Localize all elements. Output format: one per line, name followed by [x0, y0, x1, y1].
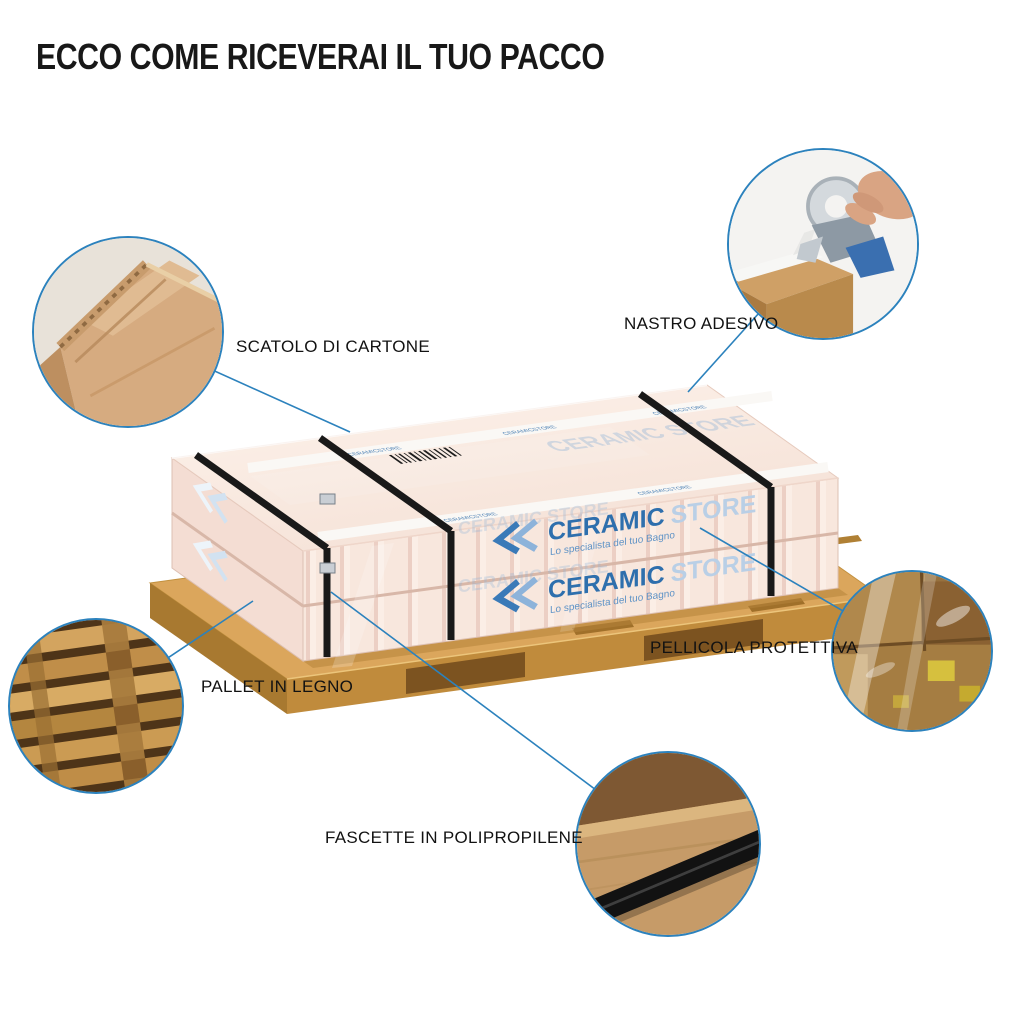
brand-chevron-icon: [492, 579, 520, 613]
film-sheen: [250, 427, 650, 505]
callout-label-nastro: NASTRO ADESIVO: [624, 314, 779, 333]
side-chevron-logo: [192, 540, 228, 582]
tape-gun-photo: [729, 150, 917, 338]
packing-tape-front: CERAMICSTORE CERAMICSTORE: [317, 462, 829, 542]
strap-seal: [319, 493, 336, 505]
pallet-fork-notch: [406, 652, 525, 694]
callout-circle-scatolo: [32, 236, 224, 428]
wrapped-boxes: [170, 384, 840, 668]
box-seam: [302, 531, 839, 608]
brand-chevron-icon: [510, 576, 538, 610]
tape-logo: CERAMICSTORE: [442, 512, 500, 523]
pallet-fork-notch: [644, 619, 763, 661]
barcode: [388, 446, 462, 464]
tape-logo: CERAMICSTORE: [636, 485, 694, 496]
callout-circle-nastro: [727, 148, 919, 340]
box-seam: [171, 511, 304, 608]
film-sheen: [332, 543, 394, 668]
film-sheen: [560, 514, 604, 632]
strap: [637, 391, 774, 490]
tape-logo: CERAMICSTORE: [651, 405, 709, 416]
box-edge: [302, 477, 839, 552]
callout-circle-fascette: [575, 751, 761, 937]
wooden-pallet-photo: [10, 620, 182, 792]
strap-closeup-photo: [577, 753, 759, 935]
callout-label-fascette: FASCETTE IN POLIPROPILENE: [325, 828, 583, 847]
callout-label-scatolo: SCATOLO DI CARTONE: [236, 337, 431, 356]
tape-logo: CERAMICSTORE: [501, 425, 559, 436]
callout-circle-pellicola: [831, 570, 993, 732]
pallet-edge-highlight: [286, 596, 883, 680]
callout-label-pellicola: PELLICOLA PROTETTIVA: [650, 638, 858, 657]
strap-seal: [319, 562, 336, 574]
cardboard-photo: [34, 238, 222, 426]
pallet-side-face: [150, 583, 287, 714]
packing-tape-mid: CERAMICSTORE CERAMICSTORE CERAMICSTORE: [247, 391, 773, 473]
brand-chevron-icon: [510, 518, 538, 552]
page-title: ECCO COME RICEVERAI IL TUO PACCO: [36, 36, 605, 77]
straps: [193, 391, 775, 657]
side-chevron-logo: [192, 482, 228, 524]
callout-label-pallet: PALLET IN LEGNO: [201, 677, 354, 696]
callout-circle-pallet: [8, 618, 184, 794]
tape-logo: CERAMICSTORE: [346, 446, 404, 457]
box-shadow: [303, 588, 848, 668]
strap: [317, 435, 454, 534]
box-edge-highlight: [171, 384, 708, 459]
brand-chevron-icon: [492, 521, 520, 555]
strap: [193, 452, 330, 551]
